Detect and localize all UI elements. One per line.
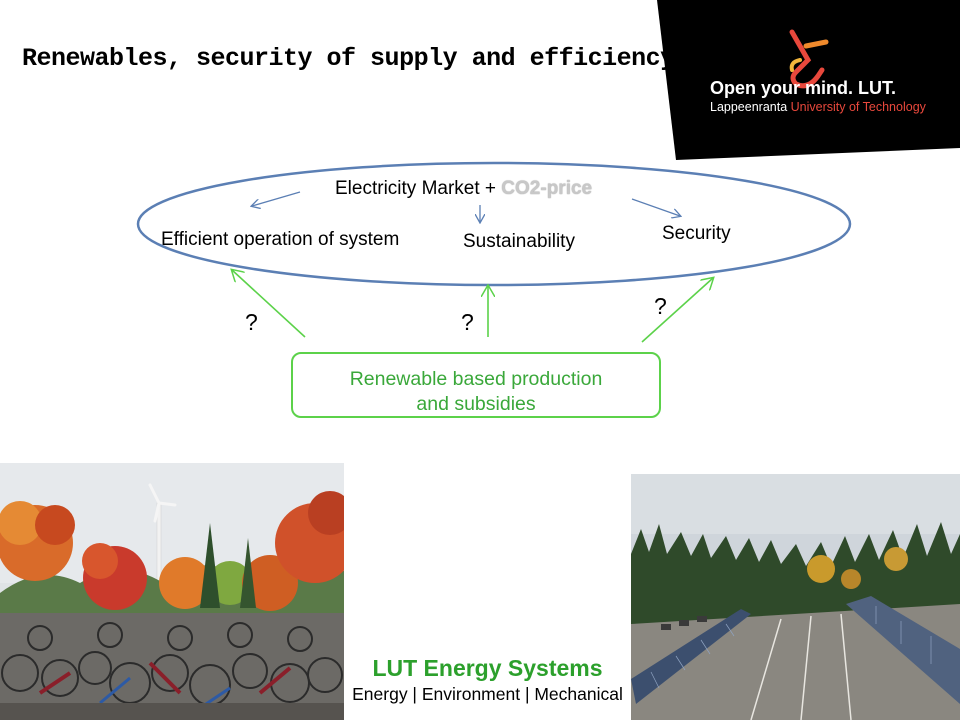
wind-turbine-icon: [148, 483, 177, 614]
bicycle-park-photo: [0, 463, 344, 720]
green-arrow-left: [232, 270, 306, 338]
market-label-text: Electricity Market +: [335, 178, 502, 199]
logo-tagline: Open your mind. LUT.: [710, 78, 897, 98]
question-mark-right: ?: [654, 293, 667, 319]
question-mark-middle: ?: [461, 309, 474, 335]
question-mark-left: ?: [245, 309, 258, 335]
goal-security: Security: [662, 223, 731, 244]
renewable-line-1: Renewable based production: [349, 368, 603, 390]
footer-subtitle: Energy | Environment | Mechanical: [352, 684, 623, 704]
co2-price-label: CO2-price: [501, 178, 593, 199]
goal-efficient-operation: Efficient operation of system: [161, 229, 400, 250]
green-arrow-right: [641, 278, 713, 343]
arrow-to-efficiency: [252, 191, 301, 206]
logo-city: Lappeenranta: [710, 100, 788, 114]
arrow-to-security: [631, 198, 680, 216]
logo-university-name: University of Technology: [790, 100, 926, 114]
renewable-production-box: Renewable based production and subsidies: [291, 352, 661, 418]
solar-carport-photo: [631, 474, 960, 720]
goal-sustainability: Sustainability: [463, 231, 575, 252]
diagram-graphics: [136, 161, 852, 343]
footer-title: LUT Energy Systems: [372, 655, 603, 681]
market-label: Electricity Market + CO2-price: [335, 178, 592, 200]
logo-university: Lappeenranta University of Technology: [710, 100, 926, 114]
renewable-line-2: and subsidies: [416, 393, 536, 415]
slide-title: Renewables, security of supply and effic…: [22, 44, 675, 73]
